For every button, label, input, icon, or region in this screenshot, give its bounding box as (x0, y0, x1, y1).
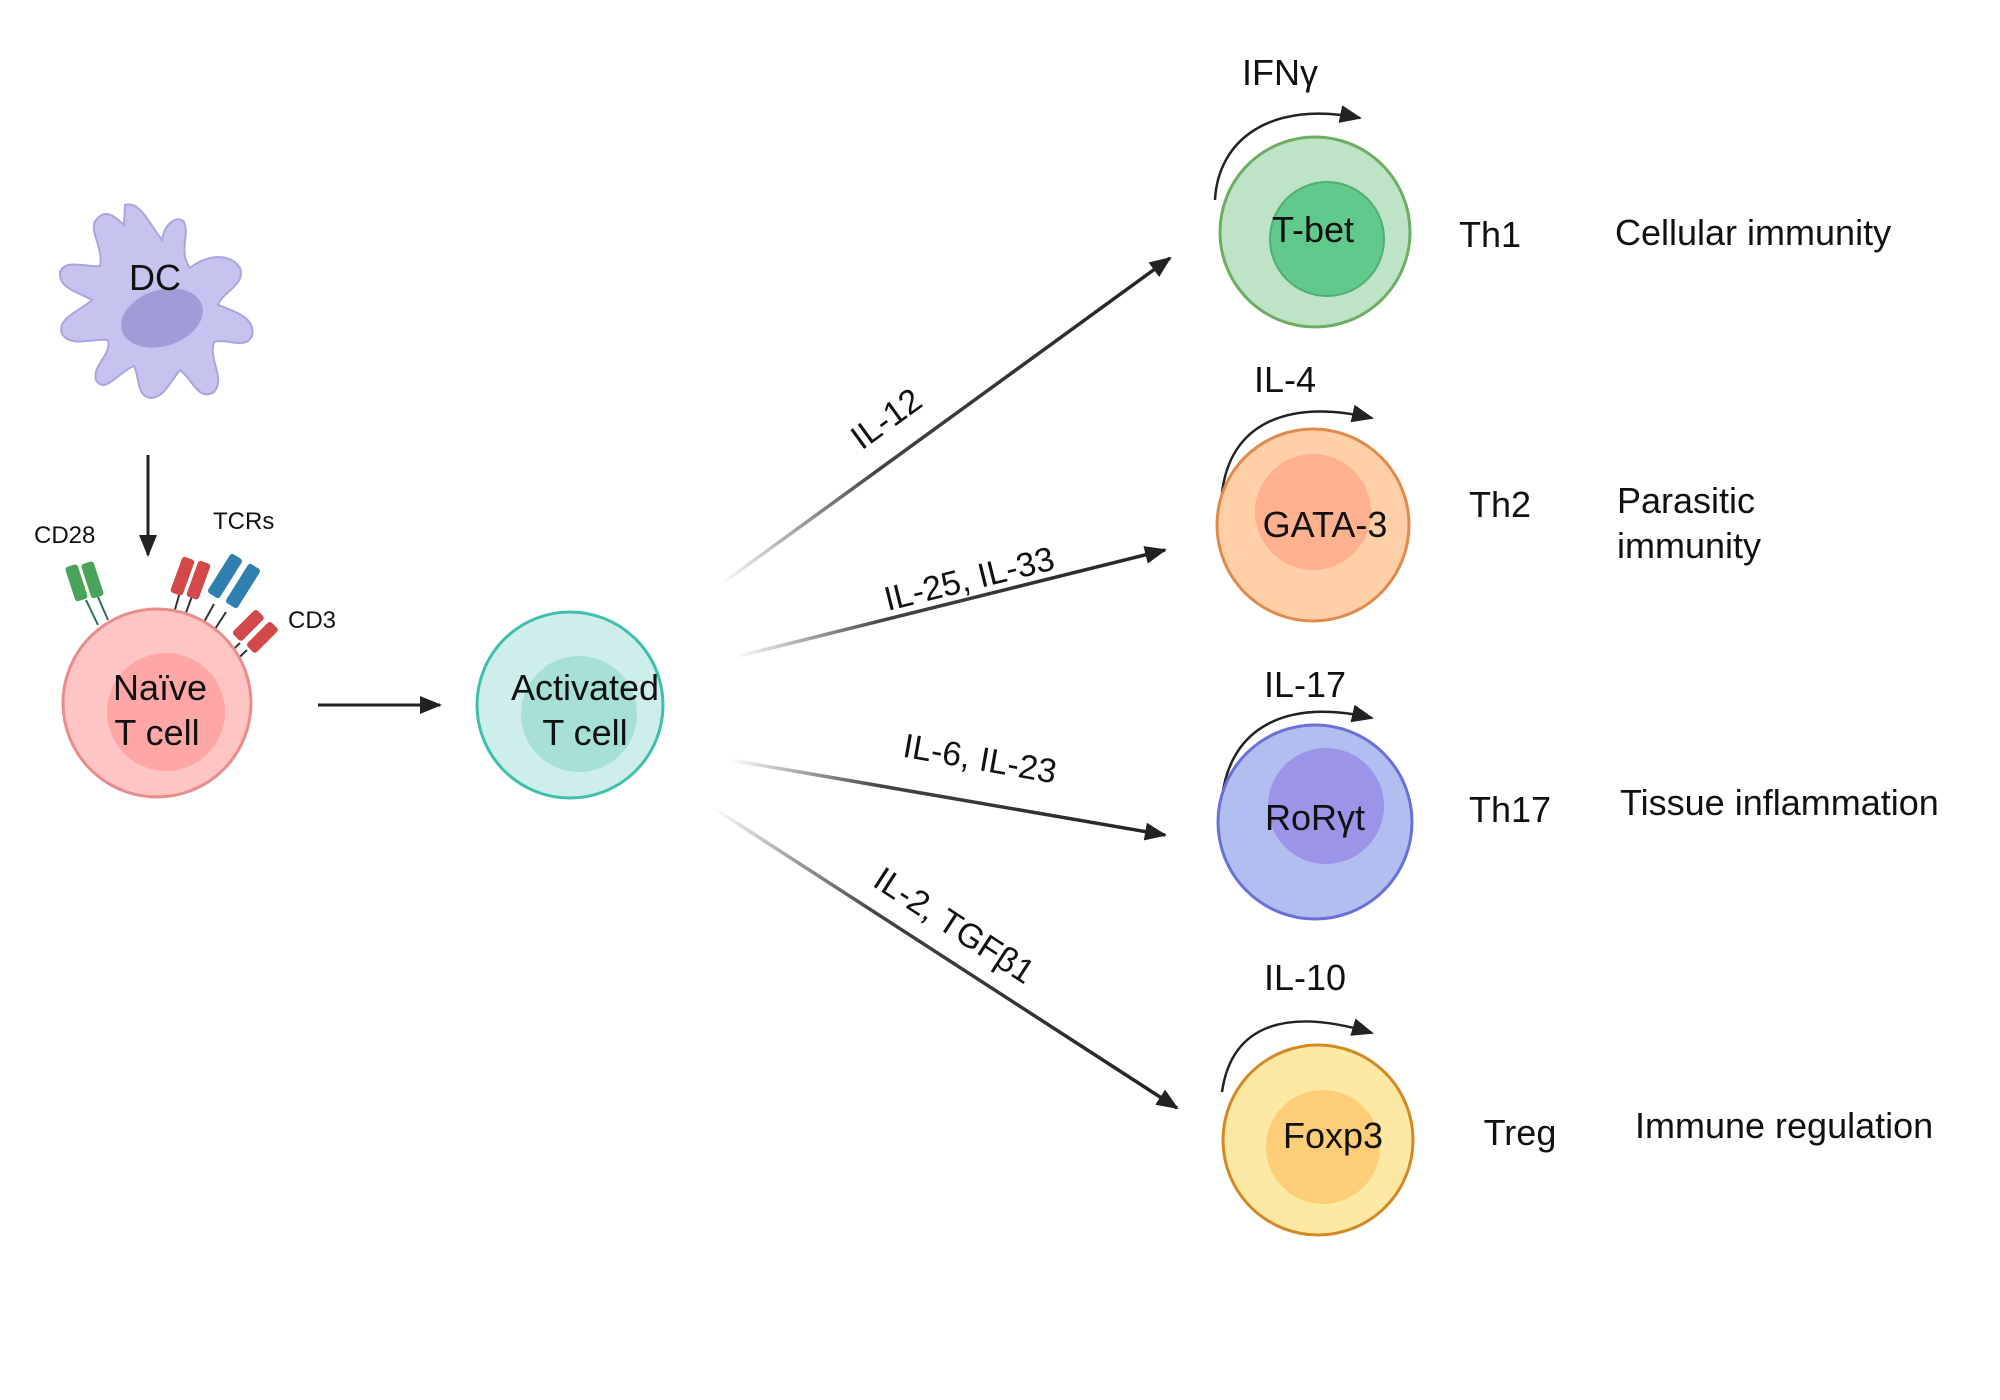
th1-cell: IFNγ T-bet Th1 Cellular immunity (1213, 52, 1891, 329)
th2-cytokine-label: IL-4 (1254, 359, 1316, 400)
treg-subset-label: Treg (1484, 1112, 1557, 1153)
cd28-label: CD28 (34, 522, 95, 549)
activated-label-line2: T cell (542, 712, 627, 753)
arrow-to-th17 (729, 758, 1167, 841)
th17-inner (1268, 748, 1384, 864)
dc-nucleus (121, 288, 203, 348)
th17-subset-label: Th17 (1469, 789, 1551, 830)
th17-tf-label: RoRγt (1265, 797, 1365, 838)
th1-tf-label: T-bet (1272, 209, 1354, 250)
il10-secretion-arrow (1220, 1018, 1374, 1093)
arrow-to-treg (711, 805, 1179, 1110)
il4-secretion-arrow (1220, 404, 1374, 494)
tcrs-label: TCRs (213, 508, 274, 535)
th2-tf-label: GATA-3 (1263, 504, 1388, 545)
ifng-secretion-arrow (1213, 105, 1362, 201)
th2-subset-label: Th2 (1469, 484, 1531, 525)
pathway-label-th1: IL-12 (844, 381, 929, 457)
th1-function-label: Cellular immunity (1615, 212, 1891, 253)
treg-function-label: Immune regulation (1635, 1105, 1933, 1146)
th2-cell: IL-4 GATA-3 Th2 Parasitic immunity (1215, 359, 1761, 623)
naive-label-line2: T cell (114, 712, 199, 753)
arrow-to-th2 (734, 546, 1167, 659)
th1-subset-label: Th1 (1459, 214, 1521, 255)
th17-cell: IL-17 RoRγt Th17 Tissue inflammation (1216, 664, 1939, 921)
th2-function-label-line1: Parasitic (1617, 480, 1755, 521)
cd3-label: CD3 (288, 607, 336, 634)
th2-inner (1255, 454, 1371, 570)
activated-inner (521, 656, 637, 772)
il17-secretion-arrow (1220, 704, 1374, 799)
naive-label-line1: Naïve (113, 667, 207, 708)
dc-label: DC (129, 257, 181, 298)
pathway-label-th2: IL-25, IL-33 (880, 540, 1058, 619)
tcr-receptor-red (170, 556, 211, 625)
treg-cytokine-label: IL-10 (1264, 957, 1346, 998)
cd28-receptor (65, 561, 109, 626)
naive-t-cell: Naïve T cell (61, 607, 253, 799)
pathway-label-th17: IL-6, IL-23 (900, 727, 1059, 791)
arrow-to-th1 (718, 256, 1172, 587)
th17-function-label: Tissue inflammation (1620, 782, 1939, 823)
th17-cytokine-label: IL-17 (1264, 664, 1346, 705)
dendritic-cell: DC (58, 203, 254, 400)
th1-inner (1269, 181, 1385, 297)
th1-cytokine-label: IFNγ (1242, 52, 1318, 93)
activated-label-line1: Activated (511, 667, 659, 708)
naive-inner (107, 653, 225, 771)
treg-inner (1266, 1090, 1380, 1204)
treg-tf-label: Foxp3 (1283, 1115, 1383, 1156)
th2-function-label-line2: immunity (1617, 525, 1761, 566)
treg-cell: IL-10 Foxp3 Treg Immune regulation (1220, 957, 1933, 1237)
activated-t-cell: Activated T cell (475, 610, 665, 800)
